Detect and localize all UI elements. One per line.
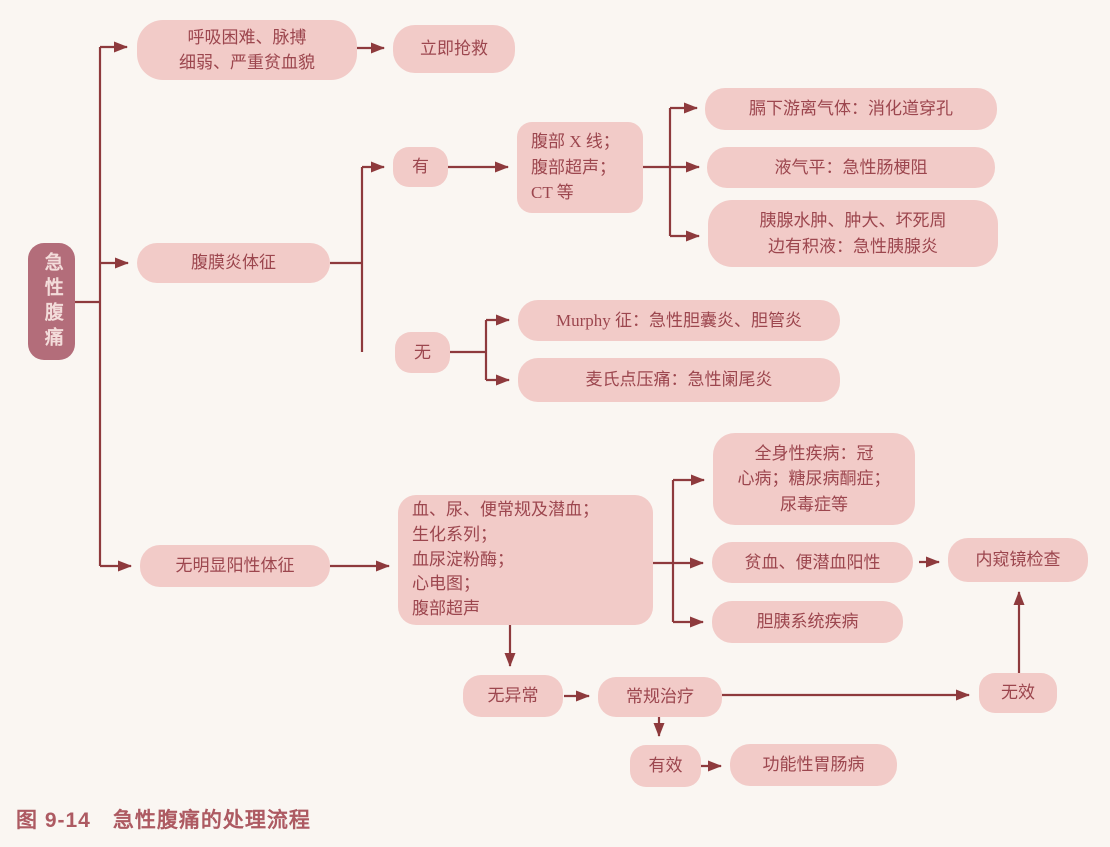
node-no-abnormality: 无异常 xyxy=(463,675,563,717)
node-subphrenic-free-gas-perforation: 膈下游离气体：消化道穿孔 xyxy=(705,88,997,130)
node-systemic-diseases: 全身性疾病：冠 心病；糖尿病酮症； 尿毒症等 xyxy=(713,433,915,525)
node-yes: 有 xyxy=(393,147,448,187)
node-murphy-sign-cholecystitis: Murphy 征：急性胆囊炎、胆管炎 xyxy=(518,300,840,341)
node-dyspnea-weak-pulse-anemia: 呼吸困难、脉搏 细弱、严重贫血貌 xyxy=(137,20,357,80)
node-no: 无 xyxy=(395,332,450,373)
node-immediate-rescue: 立即抢救 xyxy=(393,25,515,73)
node-no-obvious-positive-signs: 无明显阳性体征 xyxy=(140,545,330,587)
node-peritonitis-signs: 腹膜炎体征 xyxy=(137,243,330,283)
node-pancreatic-edema-pancreatitis: 胰腺水肿、肿大、坏死周 边有积液：急性胰腺炎 xyxy=(708,200,998,267)
node-effective: 有效 xyxy=(630,745,701,787)
node-air-fluid-level-obstruction: 液气平：急性肠梗阻 xyxy=(707,147,995,188)
node-biliary-pancreatic-disease: 胆胰系统疾病 xyxy=(712,601,903,643)
node-mcburney-tenderness-appendicitis: 麦氏点压痛：急性阑尾炎 xyxy=(518,358,840,402)
figure-caption: 图 9-14 急性腹痛的处理流程 xyxy=(16,809,311,832)
node-lab-tests: 血、尿、便常规及潜血； 生化系列； 血尿淀粉酶； 心电图； 腹部超声 xyxy=(398,495,653,625)
node-endoscopy-exam: 内窥镜检查 xyxy=(948,538,1088,582)
node-acute-abdominal-pain: 急性腹痛 xyxy=(28,243,75,360)
node-anemia-occult-blood-positive: 贫血、便潜血阳性 xyxy=(712,542,913,583)
connector-lines xyxy=(75,41,1025,772)
node-functional-gi-disease: 功能性胃肠病 xyxy=(730,744,897,786)
node-ineffective: 无效 xyxy=(979,673,1057,713)
node-routine-treatment: 常规治疗 xyxy=(598,677,722,717)
node-abdominal-imaging: 腹部 X 线； 腹部超声； CT 等 xyxy=(517,122,643,213)
